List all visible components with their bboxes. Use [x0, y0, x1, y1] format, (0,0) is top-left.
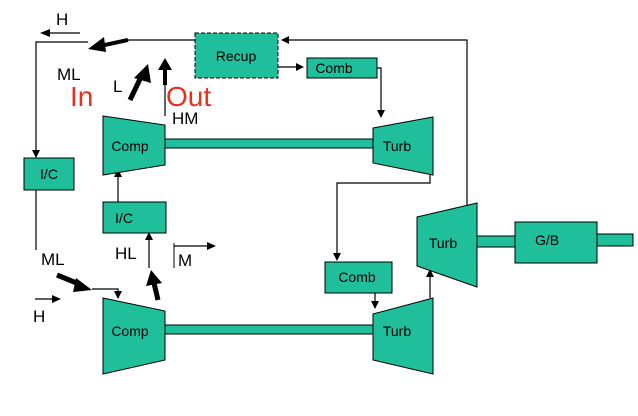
hp-compressor-shape [102, 115, 166, 176]
combustor-mid-label: Comb [338, 269, 376, 285]
flow-hp-turb-to-mid-comb [333, 175, 431, 261]
h-bottom-arrow [35, 295, 61, 303]
ml-top-label: ML [57, 65, 81, 84]
l-top-arrow [127, 64, 151, 102]
flow-to-lp-comp [92, 288, 122, 299]
m-label: M [178, 251, 192, 270]
lp-compressor-label: Comp [111, 323, 149, 339]
hl-label: HL [115, 244, 137, 263]
flow-to-left-ic [32, 41, 88, 158]
lp-shaft [162, 324, 374, 335]
mid-intercooler-box [102, 201, 167, 234]
gearbox-label: G/B [535, 232, 559, 248]
in-label: In [70, 81, 93, 112]
hm-label: HM [172, 109, 198, 128]
hl-arrow [146, 270, 162, 301]
ml-top-arrow [88, 37, 129, 52]
flow-power-turb-to-recup [281, 36, 468, 206]
output-shaft [596, 233, 634, 247]
power-turbine-shape [416, 202, 478, 288]
lp-turbine-shape [372, 297, 434, 375]
combustor-mid-box [324, 261, 393, 294]
hp-turbine-shape [372, 116, 434, 176]
hp-shaft [162, 138, 374, 149]
gearbox-box [514, 221, 598, 264]
ml-bottom-arrow [56, 272, 92, 292]
h-top-arrow [40, 29, 80, 37]
flow-comb-to-hp-turb [377, 67, 385, 118]
m-arrow [173, 242, 216, 268]
left-intercooler-box [23, 157, 75, 191]
l-top-label: L [113, 77, 122, 96]
ml-bottom-label: ML [41, 250, 65, 269]
lp-compressor-shape [102, 297, 166, 375]
out-label: Out [166, 81, 211, 112]
mid-intercooler-label: I/C [115, 210, 133, 226]
left-intercooler-label: I/C [40, 166, 58, 182]
combustor-top-label: Comb [315, 60, 353, 76]
combustor-top-box [306, 57, 378, 79]
power-turbine-label: Turb [429, 235, 457, 251]
h-bottom-label: H [33, 307, 45, 326]
hp-turbine-label: Turb [383, 138, 411, 154]
recuperator-label: Recup [216, 48, 257, 64]
hp-compressor-label: Comp [111, 138, 149, 154]
hm-arrow [158, 58, 172, 85]
lp-turbine-label: Turb [383, 323, 411, 339]
h-top-label: H [56, 10, 68, 29]
recuperator-box [194, 32, 279, 79]
power-turbine-shaft [476, 235, 516, 248]
